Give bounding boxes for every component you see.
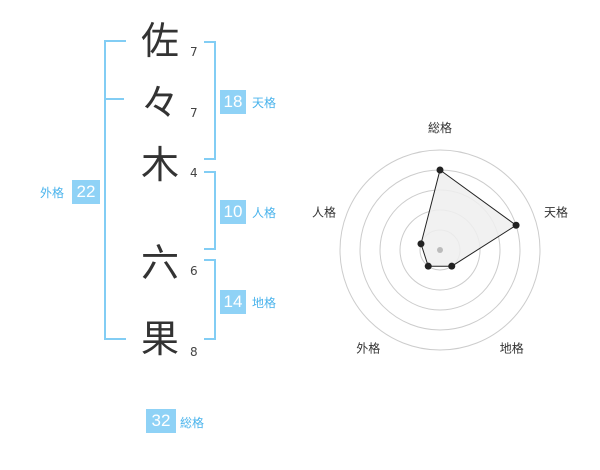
soukaku-value: 32 <box>146 409 176 433</box>
tenkaku-bracket <box>204 41 216 160</box>
gaikaku-label: 外格 <box>40 186 65 200</box>
jinkaku-label: 人格 <box>252 206 277 220</box>
name-char-5: 果 <box>140 317 179 361</box>
radar-point-2 <box>512 221 520 229</box>
soukaku-label: 総格 <box>180 416 205 430</box>
stroke-count-5: 8 <box>190 345 198 359</box>
chikaku-label: 地格 <box>252 296 277 310</box>
tenkaku-label: 天格 <box>252 96 277 110</box>
tenkaku-value: 18 <box>220 90 246 114</box>
radar-point-5 <box>417 240 425 248</box>
jinkaku-value: 10 <box>220 200 246 224</box>
gaikaku-bracket-tick <box>104 98 124 100</box>
name-char-1: 佐 <box>140 19 179 63</box>
jinkaku-bracket <box>204 171 216 250</box>
radar-center-dot <box>437 247 443 253</box>
stroke-count-4: 6 <box>190 264 198 278</box>
name-char-4: 六 <box>140 241 179 285</box>
radar-series-polygon <box>420 169 517 267</box>
radar-axis-label-2: 天格 <box>544 204 568 219</box>
radar-point-1 <box>436 166 444 174</box>
radar-point-3 <box>448 262 456 270</box>
radar-ring-5 <box>339 149 541 351</box>
radar-axis-label-5: 人格 <box>312 204 336 219</box>
stroke-count-3: 4 <box>190 166 198 180</box>
stroke-count-2: 7 <box>190 106 198 120</box>
radar-axis-label-4: 外格 <box>356 341 380 356</box>
radar-axis-label-1: 総格 <box>428 120 452 135</box>
radar-point-4 <box>424 262 432 270</box>
stroke-count-1: 7 <box>190 45 198 59</box>
name-char-3: 木 <box>140 143 179 187</box>
chikaku-value: 14 <box>220 290 246 314</box>
radar-axis-label-3: 地格 <box>500 341 524 356</box>
name-char-2: 々 <box>140 81 179 125</box>
gaikaku-bracket <box>104 40 126 340</box>
gaikaku-value: 22 <box>72 180 100 204</box>
chikaku-bracket <box>204 259 216 340</box>
